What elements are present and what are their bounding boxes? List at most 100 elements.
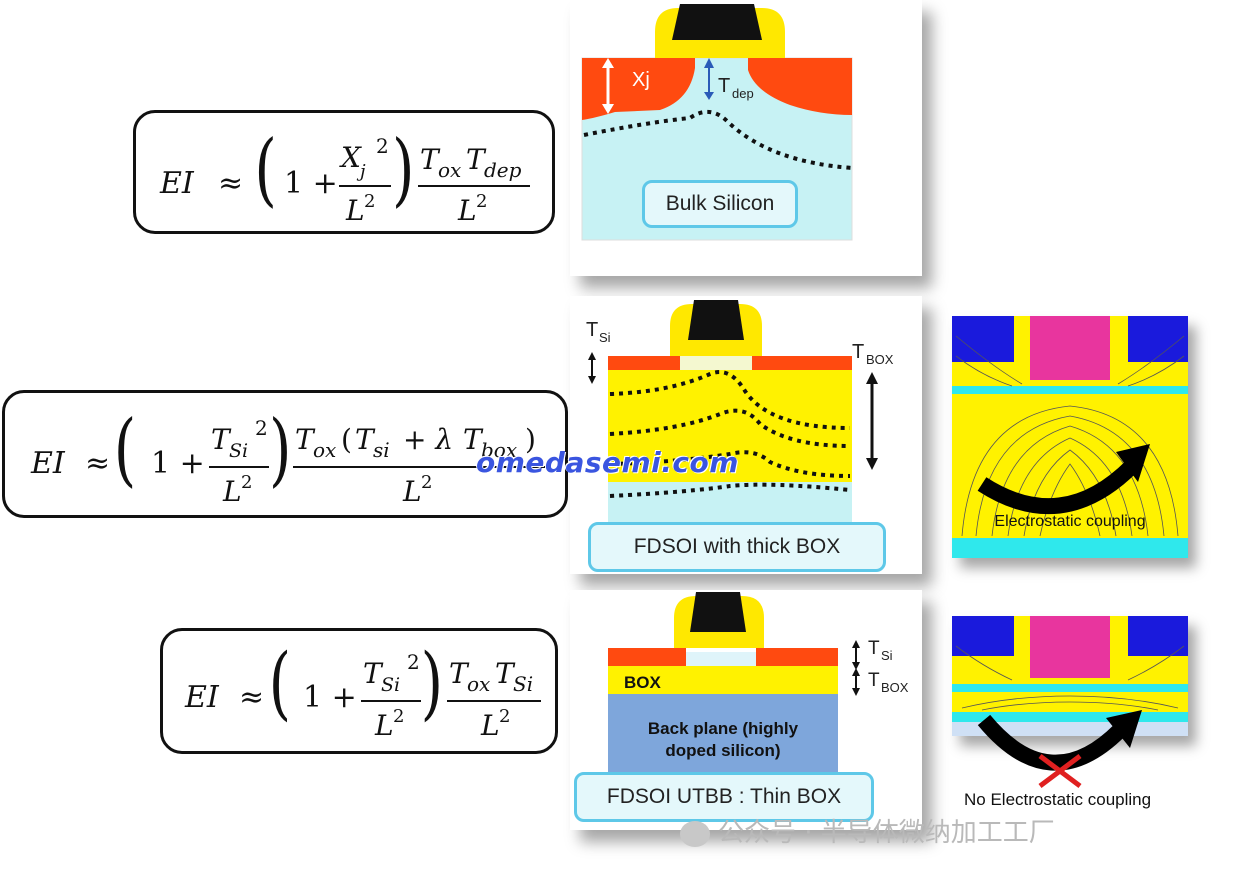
tdep-sub: dep <box>732 86 754 101</box>
cross-mark <box>1038 754 1082 788</box>
tsi-sub: Si <box>881 648 893 663</box>
sim-channel <box>952 684 1188 692</box>
t2-sub: dep <box>484 158 522 182</box>
electrostatic-coupling-sim: Electrostatic coupling <box>952 316 1188 558</box>
bulk-caption: Bulk Silicon <box>642 180 798 228</box>
sim-electrode <box>952 616 1014 656</box>
num-sub: j <box>356 161 366 182</box>
t2-var: T <box>495 657 516 690</box>
eq-lhs: EI <box>184 680 220 715</box>
tdep-label: T <box>718 75 730 97</box>
paren-left: ( <box>269 638 291 729</box>
num-sub: Si <box>381 674 400 696</box>
sim-box <box>952 712 1188 722</box>
sim-top-caption: Electrostatic coupling <box>994 513 1145 530</box>
tsi-sub: si <box>373 438 390 462</box>
tbox-sub: box <box>481 438 517 462</box>
den-sup: 2 <box>393 706 404 727</box>
num-sup: 2 <box>255 416 268 440</box>
potential-line <box>609 450 851 478</box>
fdsoi-thick-diagram: T Si T BOX <box>586 300 894 522</box>
sim-gate <box>1030 616 1110 678</box>
tsi-label: T <box>586 319 598 341</box>
den-sup: 2 <box>364 191 375 212</box>
sim-bottom-image <box>952 616 1188 736</box>
gate-electrode <box>690 592 746 632</box>
tsi-label: T <box>868 638 880 659</box>
tbox-label: T <box>868 670 880 691</box>
sim-top-image: Electrostatic coupling <box>952 316 1188 558</box>
num-sub: Si <box>229 440 248 462</box>
eq-approx: ≈ <box>85 446 110 481</box>
backplane-line2: doped silicon) <box>665 741 780 760</box>
no-coupling-arrow <box>977 710 1142 788</box>
potential-line <box>609 408 851 448</box>
den-var: L <box>374 709 394 742</box>
equation-thin-box: EI ≈ ( 1 + T Si 2 L 2 ) T ox T Si L 2 <box>160 628 558 754</box>
rden-sup: 2 <box>421 472 432 493</box>
paren-right: ) <box>421 638 443 729</box>
paren-close: ) <box>525 423 536 456</box>
tbox-var: T <box>463 423 484 456</box>
rden-sup: 2 <box>476 191 487 212</box>
rden-var: L <box>480 709 500 742</box>
eq-lhs: EI <box>159 166 195 201</box>
gate-electrode <box>672 4 762 40</box>
gate-electrode <box>688 300 744 340</box>
paren-open: ( <box>341 423 352 456</box>
no-coupling-sim <box>952 616 1188 736</box>
thin-caption: FDSOI UTBB : Thin BOX <box>574 772 874 822</box>
bulk-silicon-diagram: Xj T dep <box>581 4 853 241</box>
fdsoi-thin-panel: BOX Back plane (highly doped silicon) T … <box>570 590 922 830</box>
equation-bulk-box: EI ≈ ( 1 + X j 2 L 2 ) T ox T dep L 2 <box>133 110 555 234</box>
sim-bottom-caption: No Electrostatic coupling <box>964 790 1152 809</box>
eq-one-plus: 1 + <box>151 446 205 481</box>
coupling-arrow <box>977 460 1138 515</box>
tox-var: T <box>420 143 441 176</box>
tbox-label: T <box>852 341 864 363</box>
rden-var: L <box>457 194 477 227</box>
num-var: X <box>339 141 362 174</box>
bulk-silicon-panel: Xj T dep Bulk Silicon <box>570 0 922 276</box>
tox-sub: ox <box>467 672 490 696</box>
equation-bulk: EI ≈ ( 1 + X j 2 L 2 ) T ox T dep L 2 <box>159 125 530 227</box>
wechat-text: 公众号 · 半导体微纳加工工厂 <box>718 818 1055 848</box>
paren-left: ( <box>114 405 136 496</box>
fdsoi-thick-panel: T Si T BOX FDSOI with thick BOX <box>570 296 922 574</box>
wechat-watermark: 公众号 · 半导体微纳加工工厂 <box>680 812 1055 849</box>
t2-sub: Si <box>513 672 533 696</box>
tsi-sub: Si <box>599 330 611 345</box>
num-var: T <box>211 423 232 456</box>
den-var: L <box>345 194 365 227</box>
num-var: T <box>363 657 384 690</box>
fdsoi-thin-diagram: BOX Back plane (highly doped silicon) T … <box>608 592 909 774</box>
box-layer <box>608 666 838 694</box>
t2-var: T <box>466 143 487 176</box>
paren-right: ) <box>392 125 414 216</box>
box-label: BOX <box>624 673 662 692</box>
source-region <box>608 648 686 666</box>
potential-line <box>609 370 851 430</box>
den-sup: 2 <box>241 472 252 493</box>
sim-channel <box>952 386 1188 394</box>
drain-region <box>756 648 838 666</box>
watermark-text: omedasemi.com <box>476 446 739 479</box>
sim-electrode <box>1128 316 1188 362</box>
tbox-sub: BOX <box>866 352 894 367</box>
equation-thin: EI ≈ ( 1 + T Si 2 L 2 ) T ox T Si L 2 <box>184 638 541 742</box>
eq-approx: ≈ <box>218 166 243 201</box>
den-var: L <box>222 475 242 508</box>
sim-electrode <box>1128 616 1188 656</box>
eq-lhs: EI <box>30 446 66 481</box>
equation-thick-box: EI ≈ ( 1 + T Si 2 L 2 ) T ox ( T si + λ … <box>2 390 568 518</box>
eq-one-plus: 1 + <box>284 166 338 201</box>
tbox-sub: BOX <box>881 680 909 695</box>
tox-sub: ox <box>438 158 461 182</box>
eq-approx: ≈ <box>239 680 264 715</box>
drain-region <box>752 356 852 370</box>
eq-one-plus: 1 + <box>303 680 357 715</box>
rden-sup: 2 <box>499 706 510 727</box>
sim-gate <box>1030 316 1110 380</box>
wechat-icon <box>680 820 710 847</box>
field-lines <box>955 645 1185 711</box>
